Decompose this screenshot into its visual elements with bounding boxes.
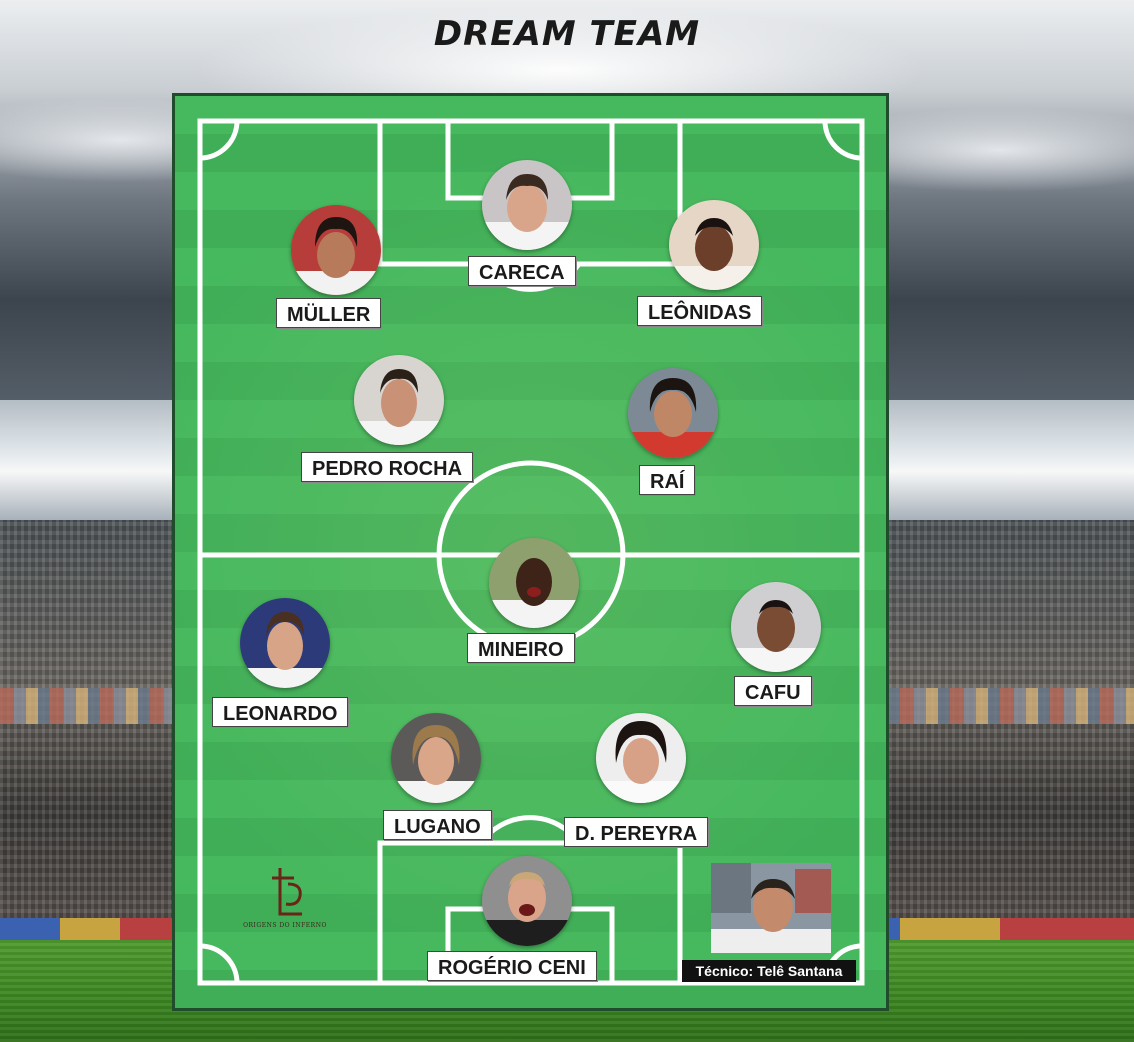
player-photo-icon — [669, 200, 759, 290]
player-avatar-lugano[interactable] — [391, 713, 481, 803]
player-label-cafu: CAFU — [734, 676, 812, 706]
player-photo-icon — [731, 582, 821, 672]
player-photo-icon — [291, 205, 381, 295]
coach-photo-icon — [711, 863, 831, 953]
player-avatar-rogerio-ceni[interactable] — [482, 856, 572, 946]
club-logo — [250, 862, 322, 932]
player-label-mineiro: MINEIRO — [467, 633, 575, 663]
player-photo-icon — [596, 713, 686, 803]
player-avatar-cafu[interactable] — [731, 582, 821, 672]
coach-photo[interactable] — [711, 863, 831, 953]
player-label-leonidas: LEÔNIDAS — [637, 296, 763, 326]
player-avatar-d-pereyra[interactable] — [596, 713, 686, 803]
player-label-rai: RAÍ — [639, 465, 696, 495]
player-photo-icon — [391, 713, 481, 803]
player-label-muller: MÜLLER — [276, 298, 382, 328]
page-title: DREAM TEAM — [433, 14, 701, 54]
player-label-lugano: LUGANO — [383, 810, 492, 840]
coach-caption: Técnico: Telê Santana — [682, 960, 856, 982]
player-avatar-leonardo[interactable] — [240, 598, 330, 688]
player-photo-icon — [628, 368, 718, 458]
player-avatar-leonidas[interactable] — [669, 200, 759, 290]
player-photo-icon — [240, 598, 330, 688]
player-avatar-mineiro[interactable] — [489, 538, 579, 628]
player-photo-icon — [489, 538, 579, 628]
player-photo-icon — [482, 160, 572, 250]
player-avatar-rai[interactable] — [628, 368, 718, 458]
player-label-pedro-rocha: PEDRO ROCHA — [301, 452, 474, 482]
player-avatar-pedro-rocha[interactable] — [354, 355, 444, 445]
club-logo-icon — [272, 868, 302, 916]
club-logo-text: ORIGENS DO INFERNO — [243, 922, 327, 929]
player-photo-icon — [354, 355, 444, 445]
player-avatar-muller[interactable] — [291, 205, 381, 295]
player-label-rogerio-ceni: ROGÉRIO CENI — [427, 951, 597, 981]
player-photo-icon — [482, 856, 572, 946]
player-avatar-careca[interactable] — [482, 160, 572, 250]
player-label-careca: CARECA — [468, 256, 576, 286]
player-label-d-pereyra: D. PEREYRA — [564, 817, 709, 847]
player-label-leonardo: LEONARDO — [212, 697, 349, 727]
